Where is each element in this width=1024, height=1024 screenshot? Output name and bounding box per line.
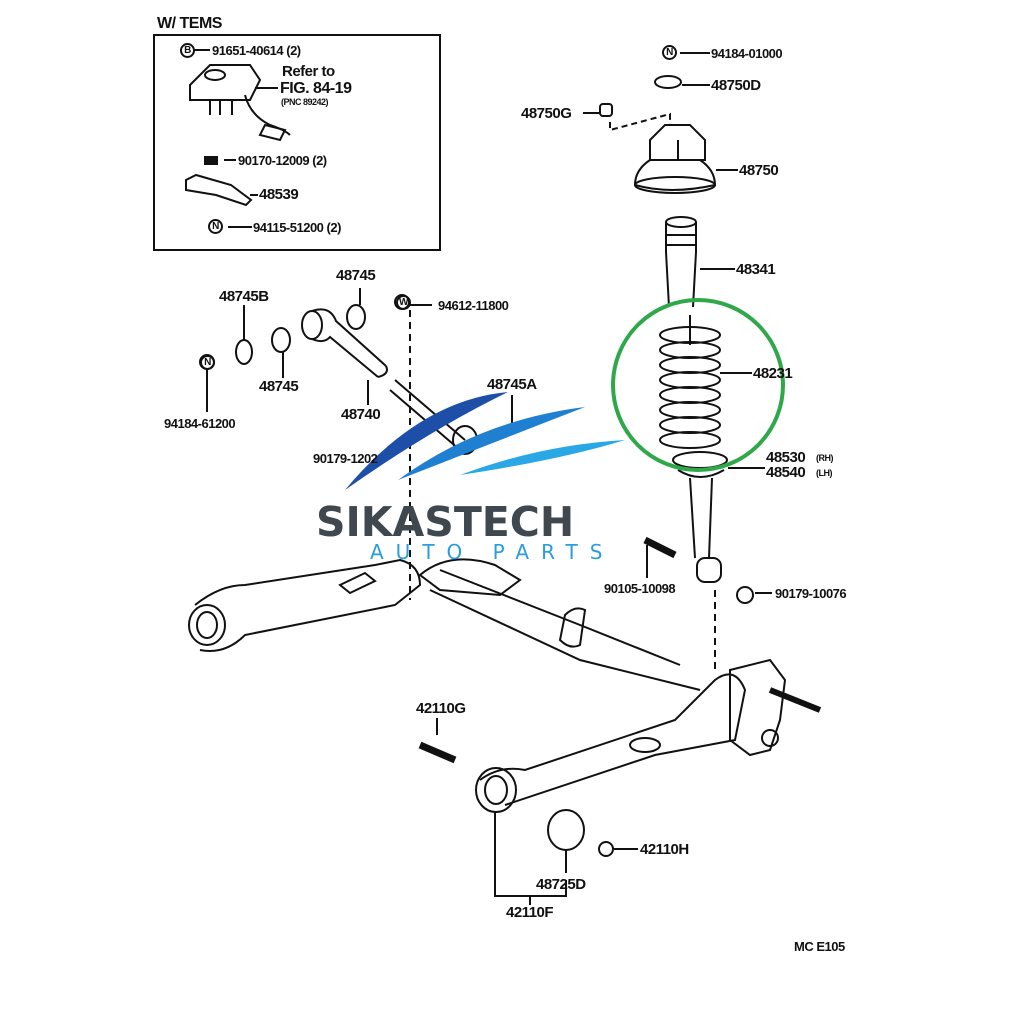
part-label: 94612-11800 [438, 298, 509, 313]
side-label: (RH) [816, 453, 834, 463]
bolt-90105-drawing [643, 536, 677, 559]
watermark-brand: SIKASTECH [316, 498, 575, 546]
part-label: 48530 [766, 449, 806, 466]
highlight-circle [611, 298, 785, 472]
part-label: 48745A [487, 376, 537, 393]
lateral-rod-48740-drawing [301, 308, 466, 451]
inset-box [153, 34, 441, 251]
shock-absorber-drawing [672, 451, 765, 583]
part-label: 48341 [736, 261, 776, 278]
side-label: (LH) [816, 468, 833, 478]
part-label: 48539 [259, 186, 299, 203]
part-label: 90170-12009 (2) [238, 153, 327, 168]
figure-code: MC E105 [794, 939, 845, 954]
rear-axle-beam-drawing [188, 558, 822, 813]
part-label: 48745 [259, 378, 299, 395]
nut-90179-10076-drawing [736, 586, 754, 604]
part-label: 48540 [766, 464, 806, 481]
logo-swoosh-3 [460, 440, 625, 475]
coil-spring-48231-drawing [659, 315, 721, 449]
part-label: 42110G [416, 700, 466, 717]
w-symbol-icon: W [396, 295, 411, 310]
part-label: 94115-51200 (2) [253, 220, 341, 235]
part-label: 48231 [753, 365, 793, 382]
part-label: 90179-1202 [313, 451, 378, 466]
n-symbol-icon: N [200, 355, 215, 370]
part-label: 94184-61200 [164, 416, 236, 431]
part-label: 48750 [739, 162, 779, 179]
nut-48750G-drawing [599, 103, 613, 117]
part-label: 94184-01000 [711, 46, 783, 61]
bushing-48745-drawing [271, 327, 291, 353]
n-symbol-icon: N [662, 45, 677, 60]
bump-stop-48341-drawing [665, 216, 697, 308]
part-label: 42110H [640, 841, 689, 858]
part-label: 90179-10076 [775, 586, 847, 601]
refer-pnc: (PNC 89242) [281, 97, 329, 107]
refer-figure: FIG. 84-19 [280, 80, 352, 97]
strut-mount-48750-drawing [633, 124, 717, 194]
part-label: 48745B [219, 288, 269, 305]
washer-48750D-drawing [654, 75, 682, 89]
part-label: 91651-40614 (2) [212, 43, 301, 58]
part-label: 42110F [506, 904, 554, 921]
bushing-48745B-drawing [235, 339, 253, 365]
b-symbol-icon: B [180, 43, 195, 58]
part-label: 48750D [711, 77, 761, 94]
n-symbol-icon: N [208, 219, 223, 234]
watermark-tagline: AUTO PARTS [370, 540, 615, 564]
refer-text: Refer to [282, 63, 335, 80]
bushing-48725D-drawing [547, 809, 585, 851]
part-label: 90105-10098 [604, 581, 676, 596]
part-label: 48725D [536, 876, 586, 893]
tems-actuator-drawing [189, 64, 291, 142]
nut-42110H-drawing [598, 841, 614, 857]
bracket-48539-drawing [185, 173, 253, 207]
part-label: 48740 [341, 406, 381, 423]
bolt-42110G-drawing [418, 741, 457, 764]
inset-title: W/ TEMS [157, 15, 222, 32]
part-label: 48750G [521, 105, 572, 122]
part-label: 48745 [336, 267, 376, 284]
